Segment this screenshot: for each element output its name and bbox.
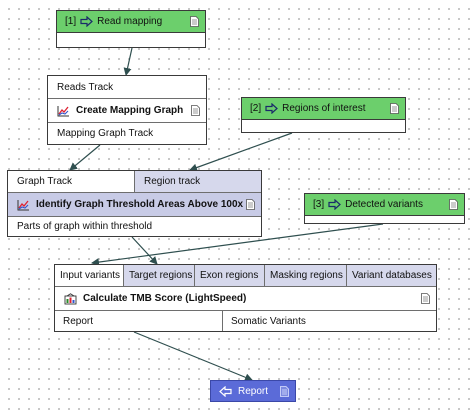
port-label: Exon regions: [200, 270, 259, 281]
line-graph-icon: [17, 199, 29, 210]
port-masking-regions[interactable]: Masking regions: [265, 265, 347, 286]
port-label: Target regions: [129, 270, 193, 281]
arrow-right-outline-icon: [80, 16, 94, 27]
port-label: Region track: [144, 176, 201, 187]
tool-title: Create Mapping Graph: [76, 105, 184, 116]
input-index: [3]: [313, 199, 325, 210]
edge-read-mapping-to-reads-track: [123, 47, 133, 76]
document-icon[interactable]: [191, 105, 200, 116]
edge-variants-to-input-variants: [91, 223, 384, 267]
input-ports-row: Input variants Target regions Exon regio…: [55, 265, 436, 286]
port-label: Parts of graph within threshold: [17, 221, 153, 232]
port-somatic-variants[interactable]: Somatic Variants: [223, 311, 436, 331]
document-icon[interactable]: [449, 199, 458, 210]
input-label: Regions of interest: [282, 103, 366, 114]
port-label: Variant databases: [352, 270, 432, 281]
edge-mapping-graph-to-graph-track: [69, 144, 101, 171]
port-reads-track[interactable]: Reads Track: [48, 76, 206, 98]
output-report[interactable]: Report: [210, 380, 296, 402]
input-regions-title: [2] Regions of interest: [242, 98, 405, 119]
input-detected-variants[interactable]: [3] Detected variants: [304, 193, 465, 224]
output-ports-row: Report Somatic Variants: [55, 310, 436, 331]
port-region-track[interactable]: Region track: [135, 171, 261, 192]
output-label: Report: [238, 385, 269, 397]
input-index: [1]: [65, 16, 77, 27]
input-read-mapping[interactable]: [1] Read mapping: [56, 10, 206, 48]
port-graph-track[interactable]: Graph Track: [8, 171, 135, 192]
input-label: Read mapping: [97, 16, 163, 27]
port-label: Report: [63, 315, 94, 327]
document-icon[interactable]: [190, 16, 199, 27]
port-input-variants[interactable]: Input variants: [55, 265, 124, 286]
document-icon[interactable]: [246, 199, 255, 210]
arrow-right-outline-icon: [265, 103, 279, 114]
tool-calculate-tmb-score[interactable]: Input variants Target regions Exon regio…: [54, 264, 437, 332]
tool-title-row: Calculate TMB Score (LightSpeed): [55, 286, 436, 310]
input-read-mapping-port: [57, 32, 205, 47]
line-graph-icon: [57, 105, 69, 116]
tool-title: Calculate TMB Score (LightSpeed): [83, 293, 247, 304]
input-regions-of-interest[interactable]: [2] Regions of interest: [241, 97, 406, 133]
document-icon[interactable]: [421, 293, 430, 304]
port-parts-of-graph[interactable]: Parts of graph within threshold: [8, 216, 261, 236]
input-index: [2]: [250, 103, 262, 114]
input-variants-port: [305, 215, 464, 223]
tool-title: Identify Graph Threshold Areas Above 100…: [36, 199, 244, 210]
port-label: Mapping Graph Track: [57, 128, 154, 139]
tool-create-mapping-graph[interactable]: Reads Track Create Mapping Graph Mapping…: [47, 75, 207, 145]
port-target-regions[interactable]: Target regions: [124, 265, 195, 286]
input-ports-row: Graph Track Region track: [8, 171, 261, 192]
tmb-report-icon: [64, 292, 77, 304]
arrow-right-outline-icon: [328, 199, 342, 210]
input-regions-port: [242, 119, 405, 132]
edge-regions-to-region-track: [189, 132, 293, 172]
port-label: Input variants: [60, 270, 121, 281]
port-label: Graph Track: [17, 176, 73, 187]
tool-title-row: Create Mapping Graph: [48, 98, 206, 122]
document-icon[interactable]: [280, 386, 289, 397]
input-variants-title: [3] Detected variants: [305, 194, 464, 215]
tool-title-row: Identify Graph Threshold Areas Above 100…: [8, 192, 261, 216]
port-exon-regions[interactable]: Exon regions: [195, 265, 265, 286]
port-label: Reads Track: [57, 81, 114, 93]
tool-identify-graph-threshold[interactable]: Graph Track Region track Identify Graph …: [7, 170, 262, 237]
port-label: Somatic Variants: [231, 315, 306, 327]
document-icon[interactable]: [390, 103, 399, 114]
arrow-left-outline-icon: [219, 385, 232, 397]
port-variant-databases[interactable]: Variant databases: [347, 265, 436, 286]
port-report[interactable]: Report: [55, 311, 223, 331]
input-label: Detected variants: [345, 199, 423, 210]
edge-threshold-to-target-regions: [131, 236, 158, 265]
port-mapping-graph-track[interactable]: Mapping Graph Track: [48, 122, 206, 144]
port-label: Masking regions: [270, 270, 343, 281]
edge-report-to-output: [133, 331, 253, 382]
input-read-mapping-title: [1] Read mapping: [57, 11, 205, 32]
